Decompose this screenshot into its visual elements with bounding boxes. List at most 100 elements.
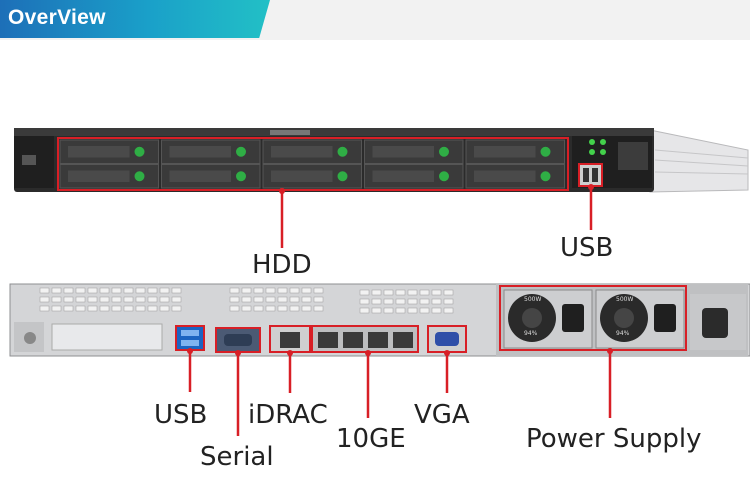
vent-slot [75,287,86,294]
vent-slot [383,289,394,296]
vent-slot [51,305,62,312]
vent-slot [289,287,300,294]
vent-slot [63,287,74,294]
vent-slot [443,307,454,314]
vent-slot [407,289,418,296]
vent-slot [75,296,86,303]
vent-slot [147,305,158,312]
vent-slot [123,287,134,294]
vent-slot [87,296,98,303]
vent-slot [407,307,418,314]
psu-fan-hub [614,308,634,328]
label-rear-usb: USB [154,400,208,430]
drive-status-led [337,171,348,182]
vent-slot [253,305,264,312]
vent-slot [265,296,276,303]
psu-fan-hub [522,308,542,328]
drive-handle [474,170,536,182]
vent-slot [313,296,324,303]
label-power-supply: Power Supply [526,424,702,454]
vent-slot [159,287,170,294]
vent-slot [301,287,312,294]
vent-slot [111,287,122,294]
vent-slot [229,305,240,312]
front-usb-port [578,163,603,187]
drive-status-led [540,171,551,182]
vent-slot [419,307,430,314]
vent-slot [419,298,430,305]
vent-slot [443,289,454,296]
vent-slot [229,287,240,294]
vent-slot [39,287,50,294]
vent-slot [383,298,394,305]
vent-slot [171,305,182,312]
vent-slot [253,287,264,294]
power-socket [562,304,584,332]
vent-slot [371,307,382,314]
vent-slot [301,305,312,312]
drive-handle [271,170,333,182]
vent-slot [313,287,324,294]
rear-vents [39,287,454,314]
vent-slot [359,307,370,314]
vent-slot [39,296,50,303]
vent-slot [371,289,382,296]
vent-slot [431,298,442,305]
vent-slot [135,287,146,294]
vent-slot [99,287,110,294]
vent-slot [313,305,324,312]
vent-slot [265,305,276,312]
drive-status-led [236,146,246,157]
drive-handle [68,170,130,182]
vent-slot [87,305,98,312]
vent-slot [63,305,74,312]
power-supply-highlight [499,285,687,351]
vent-slot [63,296,74,303]
front-top-strip [14,128,654,136]
vent-slot [359,289,370,296]
vent-slot [99,305,110,312]
psu-wattage-text: 500W [524,296,541,303]
vent-slot [171,287,182,294]
vent-slot [159,305,170,312]
label-vga: VGA [414,400,470,430]
power-socket [654,304,676,332]
label-front-usb: USB [560,233,614,263]
vent-slot [171,296,182,303]
vent-slot [359,298,370,305]
drive-handle [68,146,130,158]
label-hdd: HDD [252,250,312,280]
vent-slot [147,287,158,294]
vent-slot [241,305,252,312]
psu-efficiency-text: 94% [524,330,538,337]
vent-slot [123,305,134,312]
psu-efficiency-text: 94% [616,330,630,337]
drive-handle [372,146,434,158]
drive-status-led [134,171,145,182]
vent-slot [241,287,252,294]
hdd-highlight [57,137,569,191]
vent-slot [111,296,122,303]
banner-title: OverView [8,6,106,29]
vent-slot [443,298,454,305]
vent-slot [289,296,300,303]
vent-slot [39,305,50,312]
drive-status-led [134,146,145,157]
vga-port [427,325,467,353]
vent-slot [147,296,158,303]
drive-status-led [540,146,551,157]
vent-slot [419,289,430,296]
vent-slot [159,296,170,303]
vent-slot [395,307,406,314]
drive-status-led [439,146,449,157]
vent-slot [135,305,146,312]
overview-banner: OverView [0,0,270,38]
vent-slot [395,298,406,305]
vent-slot [431,289,442,296]
vent-slot [111,305,122,312]
vent-slot [395,289,406,296]
drive-status-led [439,171,449,182]
label-idrac: iDRAC [248,400,328,430]
